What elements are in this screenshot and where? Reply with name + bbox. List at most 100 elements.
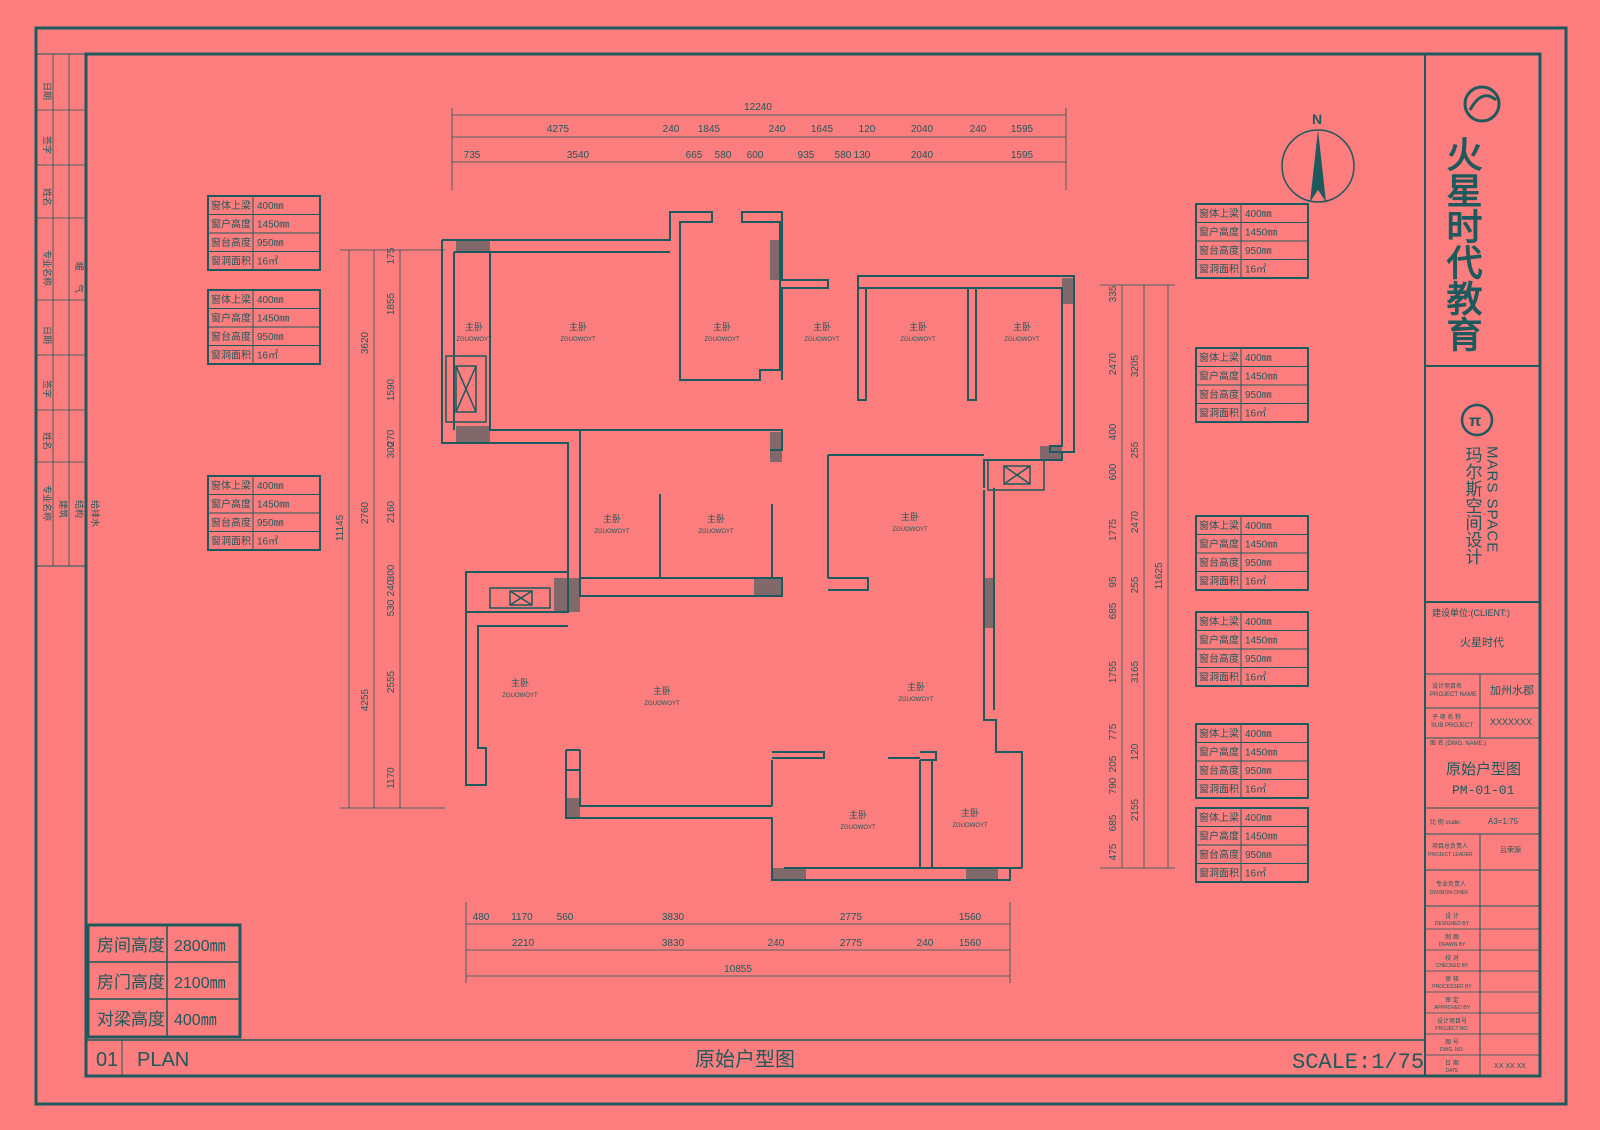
- dimension-label: 2775: [840, 938, 863, 949]
- spec-label: 窗台高度: [211, 236, 251, 249]
- strip-col-1: 建筑: [58, 500, 69, 518]
- height-label-room: 房间高度: [97, 936, 165, 955]
- brand-name: 火星时代教育: [1442, 136, 1484, 352]
- room-name: 主卧: [909, 321, 927, 332]
- spec-value: 950㎜: [1245, 390, 1272, 401]
- sign-row-cn: 设 计: [1445, 912, 1459, 920]
- dimension-label: 1855: [386, 292, 397, 315]
- spec-value: 1450㎜: [1245, 832, 1277, 843]
- dwg-name: 原始户型图: [1446, 761, 1521, 778]
- spec-label: 窗台高度: [1199, 388, 1239, 401]
- spec-label: 窗洞面积: [1199, 263, 1239, 276]
- height-value-door: 2100㎜: [174, 975, 226, 992]
- dimension-label: 120: [859, 124, 876, 135]
- spec-value: 400㎜: [1245, 813, 1272, 824]
- dimension-label: 300: [386, 564, 397, 581]
- dimension-label: 1755: [1108, 660, 1119, 683]
- room-name: 主卧: [707, 513, 725, 524]
- strip-text-6: 姓名: [42, 432, 53, 450]
- spec-value: 400㎜: [1245, 353, 1272, 364]
- dimension-label: 3620: [360, 331, 371, 354]
- sign-row-en: DATE: [1446, 1068, 1460, 1074]
- sign-row-en: DESIGNED BY: [1435, 921, 1470, 927]
- spec-label: 窗洞面积: [211, 535, 251, 548]
- sign-row-cn: 校 对: [1445, 954, 1459, 962]
- spec-value: 1450㎜: [1245, 228, 1277, 239]
- room-name: 主卧: [511, 677, 529, 688]
- dimension-label: 600: [747, 150, 764, 161]
- room-code: ZGUOWOYT: [456, 337, 492, 343]
- room-code: ZGUOWOYT: [704, 337, 740, 343]
- dimension-label: 1595: [1011, 124, 1034, 135]
- spec-value: 950㎜: [257, 238, 284, 249]
- mars-logo-mark: π: [1469, 413, 1481, 430]
- dimension-label: 1170: [386, 767, 397, 789]
- dimension-label: 12240: [744, 102, 772, 113]
- dimension-label: 790: [1108, 777, 1119, 794]
- strip-extra-0: 暖: [74, 262, 85, 271]
- spec-value: 400㎜: [257, 295, 284, 306]
- dimension-label: 2470: [1108, 352, 1119, 375]
- dimension-lines: [340, 108, 1175, 983]
- plan-label: PLAN: [137, 1049, 189, 1071]
- dimension-label: 2760: [360, 501, 371, 524]
- dimension-label: 240: [970, 124, 987, 135]
- dimension-label: 95: [1108, 576, 1119, 588]
- heights-table: 房间高度 2800㎜ 房门高度 2100㎜ 对梁高度 400㎜: [86, 923, 242, 1039]
- dimension-label: 1775: [1108, 518, 1119, 541]
- spec-label: 窗洞面积: [1199, 671, 1239, 684]
- spec-label: 窗台高度: [211, 516, 251, 529]
- spec-label: 窗户高度: [1199, 538, 1239, 551]
- spec-value: 1450㎜: [257, 500, 289, 511]
- div-cn: 专业负责人: [1436, 880, 1466, 888]
- dimension-label: 11145: [335, 514, 346, 541]
- dimension-label: 2155: [1130, 798, 1141, 821]
- dimension-label: 10855: [724, 964, 752, 975]
- spec-value: 16㎡: [1245, 868, 1266, 880]
- room-name: 主卧: [1013, 321, 1031, 332]
- room-code: ZGUOWOYT: [892, 527, 928, 533]
- dimension-label: 3830: [662, 938, 685, 949]
- room-name: 主卧: [653, 685, 671, 696]
- client-label: 建设单位:(CLIENT:): [1432, 607, 1510, 618]
- sign-row-en: DRAWN BY: [1439, 942, 1466, 948]
- title-block: 火星时代教育 π MARS SPACE 玛尔斯空间设计 建设单位:(CLIENT…: [1425, 85, 1540, 1077]
- height-label-door: 房门高度: [97, 973, 165, 992]
- strip-col-3: 给排水: [90, 500, 101, 527]
- strip-text-0: 日期: [42, 82, 52, 100]
- spec-label: 窗户高度: [211, 218, 251, 231]
- dimension-label: 480: [473, 912, 490, 923]
- spec-value: 400㎜: [257, 481, 284, 492]
- scale-label: 比 例 scale:: [1430, 818, 1461, 826]
- spec-label: 窗洞面积: [1199, 407, 1239, 420]
- room-labels: 主卧ZGUOWOYT主卧ZGUOWOYT主卧ZGUOWOYT主卧ZGUOWOYT…: [456, 321, 1040, 831]
- sign-row-en: CHECKED BY: [1436, 963, 1469, 969]
- leader-en: PROJECT LEADER: [1428, 852, 1473, 858]
- dimension-label: 1590: [386, 378, 397, 401]
- room-code: ZGUOWOYT: [804, 337, 840, 343]
- spec-value: 950㎜: [1245, 246, 1272, 257]
- spec-value: 1450㎜: [1245, 636, 1277, 647]
- dimension-label: 300: [386, 441, 397, 458]
- dimension-label: 2040: [911, 124, 934, 135]
- strip-extra-1: 气: [74, 284, 85, 293]
- spec-label: 窗洞面积: [1199, 783, 1239, 796]
- spec-label: 窗户高度: [1199, 830, 1239, 843]
- sign-date: XX XX XX: [1494, 1063, 1526, 1070]
- dimension-label: 240: [917, 938, 934, 949]
- inner-frame: [84, 52, 1542, 1078]
